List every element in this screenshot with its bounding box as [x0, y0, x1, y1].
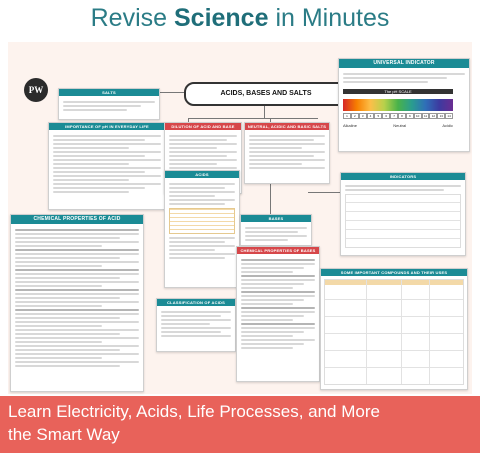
header-title: Revise Science in Minutes	[0, 1, 480, 35]
card-acids-title: ACIDS	[165, 171, 239, 178]
footer-line-1: Learn Electricity, Acids, Life Processes…	[8, 402, 380, 421]
card-chem-base-title: CHEMICAL PROPERTIES OF BASES	[237, 247, 319, 254]
card-compounds: SOME IMPORTANT COMPOUNDS AND THEIR USES	[320, 268, 468, 390]
ph-number: 4	[366, 113, 375, 119]
card-chem-bases: CHEMICAL PROPERTIES OF BASES	[236, 246, 320, 382]
card-classification: CLASSIFICATION OF ACIDS	[156, 298, 236, 352]
ph-number: 13	[437, 113, 446, 119]
ph-scale-title: The pH SCALE	[343, 89, 453, 94]
ph-number: 8	[398, 113, 406, 119]
ph-number: 11	[421, 113, 430, 119]
poster-image: PW ACIDS, BASES AND SALTS SALTS IMPORTAN…	[8, 42, 472, 394]
ph-number: 12	[429, 113, 438, 119]
card-universal-title: UNIVERSAL INDICATOR	[339, 59, 469, 68]
ph-label-acidic: Acidic	[442, 123, 453, 128]
card-classification-title: CLASSIFICATION OF ACIDS	[157, 299, 235, 306]
card-neutral-salts: NEUTRAL, ACIDIC AND BASIC SALTS	[244, 122, 330, 184]
title-bold: Science	[173, 4, 269, 32]
footer-banner: Learn Electricity, Acids, Life Processes…	[0, 396, 480, 453]
header: Revise Science in Minutes	[0, 0, 480, 40]
ph-label-neutral: Neutral	[393, 123, 407, 128]
connector	[264, 104, 265, 118]
card-salts-title: SALTS	[59, 89, 159, 96]
card-dilution-title: DILUTION OF ACID AND BASE	[165, 123, 241, 130]
ph-number: 5	[374, 113, 383, 119]
ph-number: 2	[350, 113, 359, 119]
center-title: ACIDS, BASES AND SALTS	[184, 82, 348, 106]
card-indicators-title: INDICATORS	[341, 173, 465, 180]
ph-number: 10	[413, 113, 422, 119]
ph-number: 1	[343, 113, 351, 119]
card-ph-everyday-title: IMPORTANCE OF pH IN EVERYDAY LIFE	[49, 123, 165, 130]
ph-labels: Alkaline Neutral Acidic	[343, 123, 453, 128]
card-ph-everyday: IMPORTANCE OF pH IN EVERYDAY LIFE	[48, 122, 166, 210]
card-chem-acid-title: CHEMICAL PROPERTIES OF ACID	[11, 215, 143, 224]
ph-label-alkaline: Alkaline	[343, 123, 358, 128]
ph-number: 14	[445, 113, 454, 119]
connector	[188, 118, 318, 119]
pw-logo: PW	[24, 78, 48, 102]
ph-number: 7	[390, 113, 399, 119]
card-neutral-title: NEUTRAL, ACIDIC AND BASIC SALTS	[245, 123, 329, 130]
footer-line-2: the Smart Way	[8, 425, 120, 444]
ph-number: 9	[405, 113, 414, 119]
title-prefix: Revise	[90, 4, 174, 32]
connector	[308, 192, 340, 193]
card-acids: ACIDS	[164, 170, 240, 288]
ph-color-scale	[343, 99, 453, 111]
ph-number: 3	[358, 113, 367, 119]
ph-number: 6	[382, 113, 391, 119]
card-salts: SALTS	[58, 88, 160, 120]
card-bases-title: BASES	[241, 215, 311, 222]
card-indicators: INDICATORS	[340, 172, 466, 256]
card-chem-acid: CHEMICAL PROPERTIES OF ACID	[10, 214, 144, 392]
connector	[158, 92, 184, 93]
title-suffix: in Minutes	[268, 4, 390, 32]
card-bases: BASES	[240, 214, 312, 246]
card-compounds-title: SOME IMPORTANT COMPOUNDS AND THEIR USES	[321, 269, 467, 276]
